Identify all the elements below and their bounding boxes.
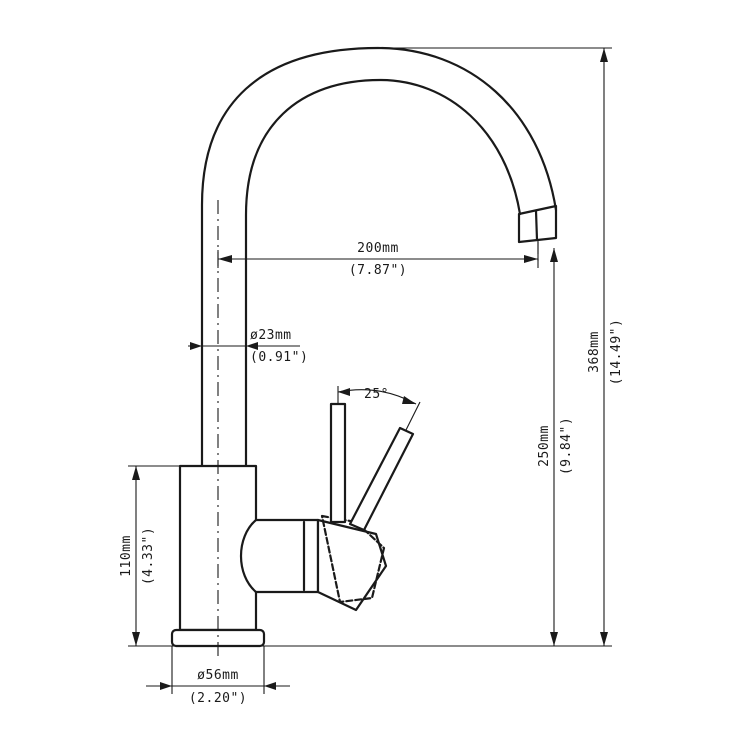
reach-metric-label: 200mm: [357, 241, 399, 256]
dim-base-diameter: ø56mm (2.20"): [146, 646, 290, 706]
handle-knuckle: [316, 518, 388, 612]
spout-tip: [517, 204, 558, 244]
diameter-arrow-left: [190, 342, 202, 350]
total-height-arrow-top: [600, 48, 608, 62]
body-height-arrow-bottom: [132, 632, 140, 646]
spout-height-arrow-bottom: [550, 632, 558, 646]
dim-spout-diameter: ø23mm (0.91"): [188, 328, 308, 365]
handle-lever-upright: [329, 402, 347, 524]
angle-arrow-right: [402, 396, 416, 404]
reach-imperial-label: (7.87"): [349, 263, 407, 278]
base-imperial-label: (2.20"): [189, 691, 247, 706]
dim-spout-height: 250mm (9.84"): [537, 248, 574, 646]
base-arrow-left: [160, 682, 172, 690]
cartridge-housing: [239, 518, 320, 594]
reach-arrow-left: [218, 255, 232, 263]
angle-ext-tilted: [405, 401, 421, 431]
body-height-metric-label: 110mm: [119, 535, 134, 577]
dim-body-height: 110mm (4.33"): [119, 465, 180, 646]
faucet-outline: [128, 46, 612, 648]
spout-inner-line: [244, 78, 522, 468]
total-height-imperial-label: (14.49"): [609, 319, 624, 386]
diameter-imperial-label: (0.91"): [250, 350, 308, 365]
body-height-imperial-label: (4.33"): [141, 527, 156, 585]
reach-arrow-right: [524, 255, 538, 263]
spout-outer-line: [200, 46, 558, 468]
base-metric-label: ø56mm: [197, 668, 239, 683]
spout-height-arrow-top: [550, 248, 558, 262]
diameter-metric-label: ø23mm: [250, 328, 292, 343]
total-height-metric-label: 368mm: [587, 331, 602, 373]
dim-spout-reach: 200mm (7.87"): [217, 241, 539, 278]
diameter-arrow-right: [246, 342, 258, 350]
spout-height-metric-label: 250mm: [537, 425, 552, 467]
base-arrow-right: [264, 682, 276, 690]
angle-value-label: 25°: [364, 387, 389, 402]
body-height-arrow-top: [132, 466, 140, 480]
handle-lever-tilted: [348, 426, 415, 532]
dim-handle-angle: 25°: [337, 386, 421, 431]
dim-total-height: 368mm (14.49"): [378, 47, 624, 646]
spout-tip-ring: [534, 209, 539, 242]
spout-height-imperial-label: (9.84"): [559, 417, 574, 475]
angle-arrow-left: [338, 388, 350, 396]
total-height-arrow-bottom: [600, 632, 608, 646]
